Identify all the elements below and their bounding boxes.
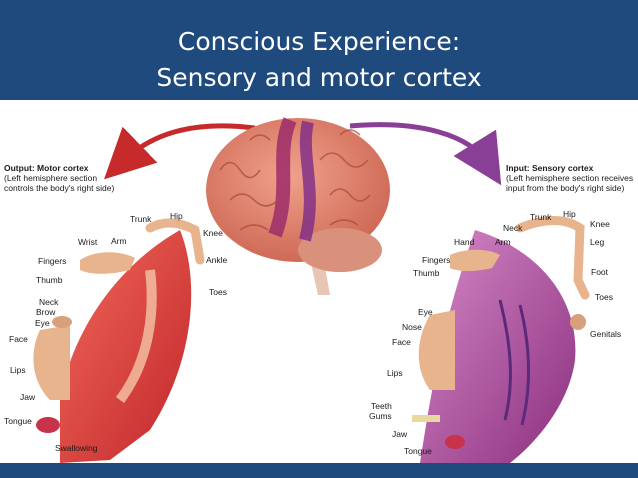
motor-label-eye: Eye (35, 318, 50, 328)
motor-label-arm: Arm (111, 236, 127, 246)
slide-title: Conscious Experience: Sensory and motor … (0, 0, 638, 100)
motor-label-trunk: Trunk (130, 214, 152, 224)
sensory-label-fingers: Fingers (422, 255, 451, 265)
title-line-1: Conscious Experience: (177, 27, 461, 56)
motor-label-lips: Lips (10, 365, 26, 375)
sensory-label-thumb: Thumb (413, 268, 440, 278)
motor-label-swallowing: Swallowing (55, 443, 98, 453)
sensory-heading: Input: Sensory cortex (506, 163, 594, 173)
motor-label-face: Face (9, 334, 28, 344)
sensory-label-arm: Arm (495, 237, 511, 247)
motor-caption: Output: Motor cortex (Left hemisphere se… (4, 163, 114, 193)
title-line-2: Sensory and motor cortex (156, 63, 482, 92)
sensory-label-jaw: Jaw (392, 429, 408, 439)
sensory-label-knee: Knee (590, 219, 610, 229)
sensory-label-eye: Eye (418, 307, 433, 317)
cortex-figure: Output: Motor cortex (Left hemisphere se… (0, 100, 638, 463)
sensory-label-nose: Nose (402, 322, 422, 332)
sensory-desc-1: (Left hemisphere section receives (506, 173, 634, 183)
sensory-arrow (349, 122, 502, 186)
motor-label-neck: Neck (39, 297, 59, 307)
motor-label-wrist: Wrist (78, 237, 98, 247)
motor-heading: Output: Motor cortex (4, 163, 89, 173)
sensory-label-genitals: Genitals (590, 329, 622, 339)
sensory-cortex-section (412, 216, 590, 463)
motor-label-tongue: Tongue (4, 416, 32, 426)
motor-desc-2: controls the body's right side) (4, 183, 115, 193)
sensory-label-hip: Hip (563, 209, 576, 219)
motor-arrow (103, 123, 256, 180)
cortex-illustration (33, 117, 590, 463)
motor-label-hip: Hip (170, 211, 183, 221)
sensory-desc-2: input from the body's right side) (506, 183, 625, 193)
motor-desc-1: (Left hemisphere section (4, 173, 98, 183)
brain-image (206, 117, 390, 295)
motor-label-knee: Knee (203, 228, 223, 238)
motor-cortex-section (33, 218, 205, 463)
sensory-label-teeth: Teeth (371, 401, 392, 411)
sensory-label-gums: Gums (369, 411, 392, 421)
sensory-label-trunk: Trunk (530, 212, 552, 222)
motor-label-ankle: Ankle (206, 255, 228, 265)
sensory-label-face: Face (392, 337, 411, 347)
sensory-label-leg: Leg (590, 237, 605, 247)
motor-label-jaw: Jaw (20, 392, 36, 402)
sensory-label-neck: Neck (503, 223, 523, 233)
motor-label-thumb: Thumb (36, 275, 63, 285)
sensory-label-hand: Hand (454, 237, 475, 247)
motor-label-toes: Toes (209, 287, 227, 297)
motor-label-brow: Brow (36, 307, 56, 317)
motor-label-fingers: Fingers (38, 256, 67, 266)
sensory-label-tongue: Tongue (404, 446, 432, 456)
sensory-caption: Input: Sensory cortex (Left hemisphere s… (506, 163, 633, 193)
sensory-label-toes: Toes (595, 292, 613, 302)
sensory-label-foot: Foot (591, 267, 609, 277)
sensory-label-lips: Lips (387, 368, 403, 378)
